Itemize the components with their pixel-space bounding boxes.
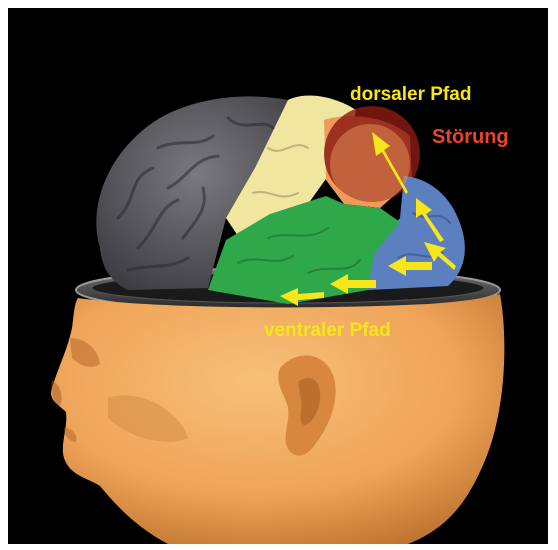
- image-frame: dorsaler Pfad Störung ventraler Pfad: [8, 8, 548, 544]
- ventral-path-label: ventraler Pfad: [264, 320, 391, 342]
- dorsal-path-label: dorsaler Pfad: [350, 84, 471, 106]
- lesion-overlay: [330, 124, 410, 204]
- disturbance-label: Störung: [432, 126, 509, 149]
